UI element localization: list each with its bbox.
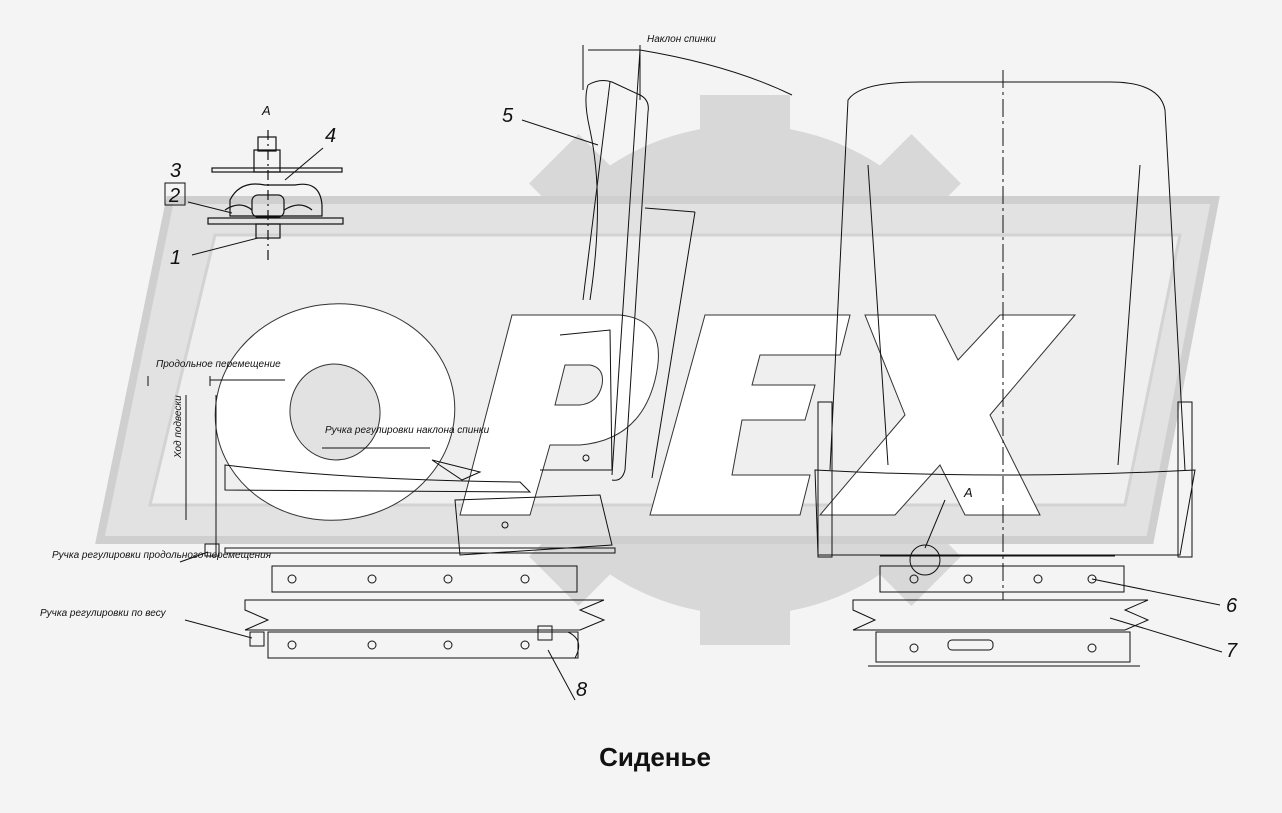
backrest-tilt-label: Наклон спинки [647, 34, 716, 45]
callout-numbers: 1 2 3 4 5 6 7 8 [168, 105, 1238, 701]
suspension-front [852, 565, 1150, 667]
page-caption: Сиденье [599, 742, 711, 772]
backrest-tilt-handle-label: Ручка регулировки наклона спинки [325, 425, 490, 436]
seat-side-view [147, 45, 793, 557]
detail-view-a [207, 130, 344, 260]
seat-front-view [814, 70, 1196, 600]
callout-1: 1 [170, 247, 181, 269]
watermark-letters [459, 314, 1077, 516]
callout-3: 3 [170, 160, 181, 182]
callout-8: 8 [576, 679, 587, 701]
suspension-travel-label: Ход подвески [173, 395, 184, 459]
weight-handle-label: Ручка регулировки по весу [40, 608, 167, 619]
suspension-side [244, 565, 606, 659]
detail-view-label: А [261, 103, 271, 118]
annotation-labels: А А Наклон спинки Продольное перемещение… [40, 34, 973, 619]
watermark [95, 95, 1220, 645]
callout-6: 6 [1226, 595, 1238, 617]
longitudinal-travel-label: Продольное перемещение [156, 359, 281, 370]
callout-4: 4 [325, 125, 336, 147]
view-mark-label: А [963, 485, 973, 500]
longitudinal-handle-label: Ручка регулировки продольного перемещени… [52, 550, 272, 561]
watermark-o-letter [214, 303, 456, 521]
callout-7: 7 [1226, 640, 1238, 662]
callout-5: 5 [502, 105, 514, 127]
callout-2: 2 [168, 185, 180, 207]
leader-lines [164, 119, 1223, 701]
